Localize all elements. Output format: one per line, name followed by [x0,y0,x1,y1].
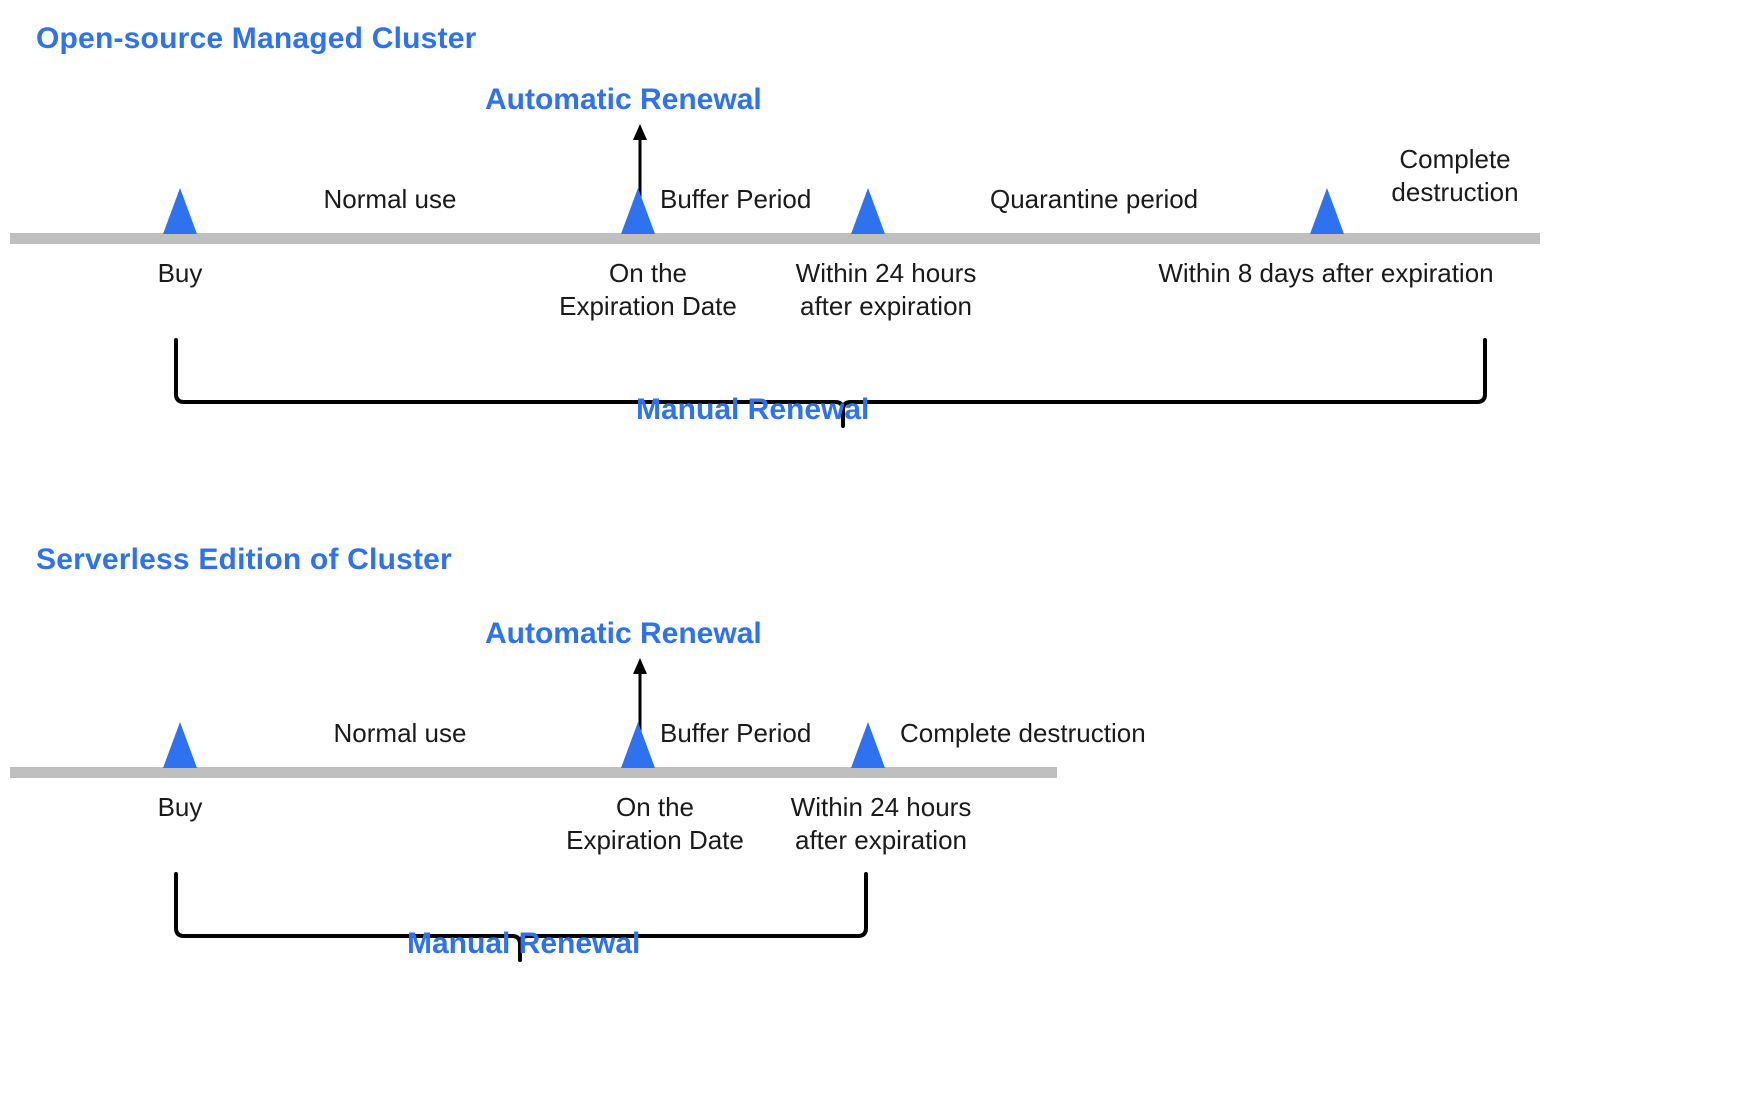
period-label-normal-use-2: Normal use [333,718,467,748]
timeline-marker-24-hours-2 [851,722,885,768]
period-label-buffer-period-2: Buffer Period [660,718,812,748]
event-label-8-days-1: Within 8 days after expiration [1158,258,1494,288]
period-label-quarantine-period-1: Quarantine period [990,184,1199,214]
event-label-expiration-date-1: On the Expiration Date [559,258,737,321]
automatic-renewal-label-1: Automatic Renewal [485,83,762,116]
timeline-marker-buy-2 [163,722,197,768]
manual-renewal-label-1: Manual Renewal [636,393,870,426]
event-label-expiration-date-2: On the Expiration Date [566,792,744,855]
timeline-marker-expiration-2 [621,722,655,768]
timeline-marker-expiration-1 [621,188,655,234]
period-label-complete-destruction-2: Complete destruction [900,718,1146,748]
period-label-buffer-period-1: Buffer Period [660,184,812,214]
event-label-buy-1: Buy [157,258,203,288]
section-title-serverless-edition-of-cluster: Serverless Edition of Cluster [36,543,452,576]
manual-renewal-label-2: Manual Renewal [407,927,641,960]
timeline-axis-1 [10,233,1540,244]
manual-renewal-bracket-2 [174,872,868,962]
event-label-24-hours-2: Within 24 hours after expiration [790,792,972,855]
period-label-normal-use-1: Normal use [323,184,457,214]
manual-renewal-bracket-1 [174,338,1487,428]
event-label-24-hours-1: Within 24 hours after expiration [795,258,977,321]
event-label-buy-2: Buy [157,792,203,822]
timeline-marker-buy-1 [163,188,197,234]
section-title-open-source-managed-cluster: Open-source Managed Cluster [36,22,477,55]
timeline-marker-8-days-1 [1310,188,1344,234]
timeline-axis-2 [10,767,1057,778]
timeline-marker-24-hours-1 [851,188,885,234]
period-label-complete-destruction-1: Complete destruction [1391,144,1519,207]
automatic-renewal-label-2: Automatic Renewal [485,617,762,650]
